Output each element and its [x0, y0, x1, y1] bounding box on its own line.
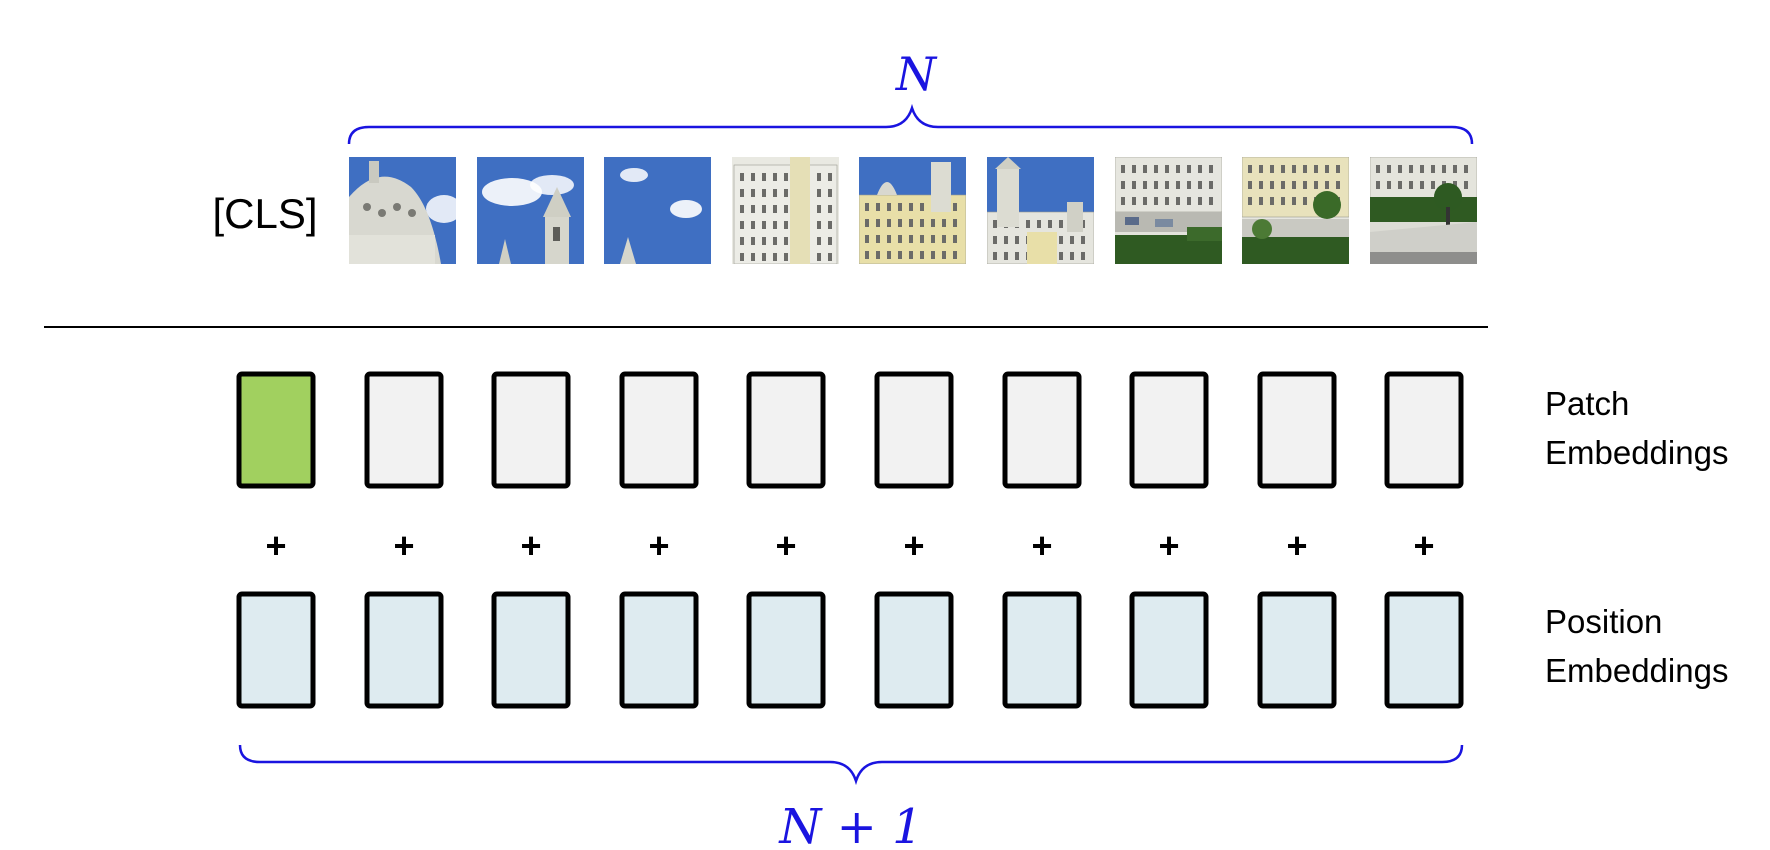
dome-sky-patch	[349, 157, 462, 264]
position-token-embedding	[1260, 594, 1334, 706]
cls-label: [CLS]	[212, 190, 317, 237]
patch-token-embedding	[1387, 374, 1461, 486]
plus-sign: +	[265, 525, 286, 566]
cls-token-embedding	[239, 374, 313, 486]
patch-token-embedding	[877, 374, 951, 486]
position-token-embedding	[877, 594, 951, 706]
patch-token-embedding	[1005, 374, 1079, 486]
plus-sign: +	[903, 525, 924, 566]
yellow-facade-patch	[859, 157, 966, 264]
patch-token-embedding	[622, 374, 696, 486]
patch-embedding-row	[239, 374, 1461, 486]
position-token-embedding	[749, 594, 823, 706]
palace-gardens-patch	[1242, 157, 1349, 264]
position-embeddings-label-line1: Position	[1545, 603, 1662, 640]
street-hedges-patch	[1115, 157, 1222, 264]
patch-token-embedding	[1132, 374, 1206, 486]
position-embeddings-label-line2: Embeddings	[1545, 652, 1728, 689]
position-token-embedding	[622, 594, 696, 706]
bottom-brace-label: N + 1	[778, 799, 922, 850]
tower-clouds-patch	[477, 157, 584, 264]
plus-sign: +	[1158, 525, 1179, 566]
position-embedding-row	[239, 594, 1461, 706]
position-token-embedding	[367, 594, 441, 706]
plus-sign: +	[1031, 525, 1052, 566]
plus-sign: +	[648, 525, 669, 566]
patch-token-embedding	[1260, 374, 1334, 486]
position-token-embedding	[1132, 594, 1206, 706]
sky-spire-patch	[604, 157, 711, 264]
image-patch-row	[349, 157, 1477, 264]
plus-sign: +	[393, 525, 414, 566]
plus-sign: +	[775, 525, 796, 566]
position-token-embedding	[494, 594, 568, 706]
patch-embeddings-label-line2: Embeddings	[1545, 434, 1728, 471]
patch-token-embedding	[494, 374, 568, 486]
position-token-embedding	[239, 594, 313, 706]
plus-sign: +	[1413, 525, 1434, 566]
patch-embeddings-label-line1: Patch	[1545, 385, 1629, 422]
plus-sign: +	[520, 525, 541, 566]
towers-facade-patch	[987, 157, 1094, 264]
patch-token-embedding	[367, 374, 441, 486]
position-token-embedding	[1005, 594, 1079, 706]
position-token-embedding	[1387, 594, 1461, 706]
patch-token-embedding	[749, 374, 823, 486]
garden-path-patch	[1370, 157, 1477, 264]
top-brace-label: N	[895, 47, 938, 101]
plus-sign: +	[1286, 525, 1307, 566]
bottom-brace	[240, 745, 1462, 781]
top-brace	[349, 108, 1472, 144]
plus-row: + + + + + + + + + +	[265, 525, 1434, 566]
white-facade-patch	[732, 157, 839, 264]
